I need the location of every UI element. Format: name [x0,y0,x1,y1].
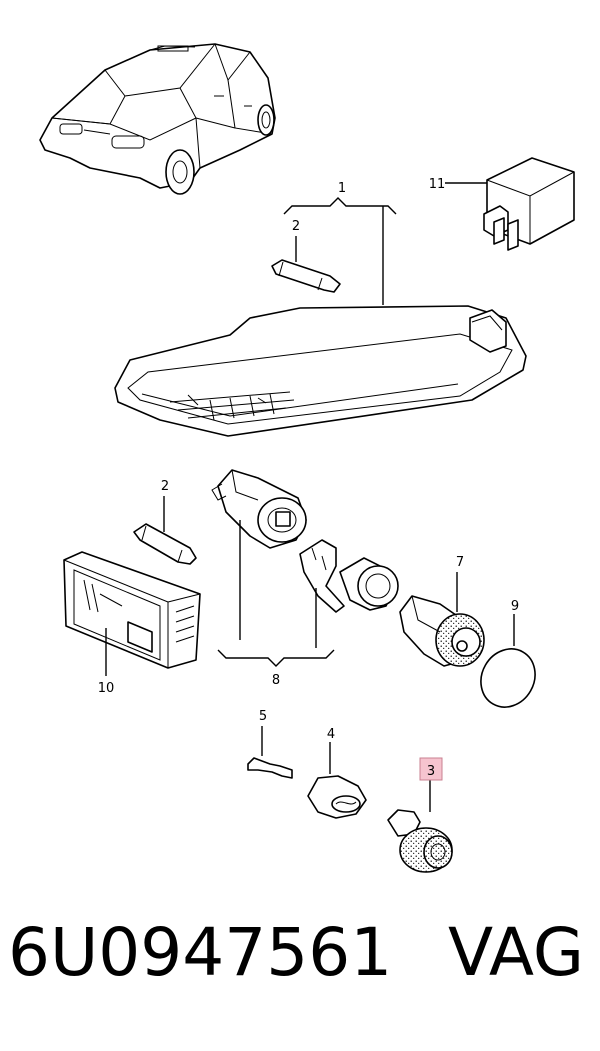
bulb-socket-part-3 [387,780,453,873]
bulb-holder [307,742,367,819]
lens-pattern [169,391,295,421]
socket-assembly [211,469,399,667]
cap-disc [480,614,536,708]
callout-3: 3 [427,764,435,779]
callout-7: 7 [456,555,464,570]
switch-panel [63,551,201,676]
callout-2-left: 2 [161,479,169,494]
part-number: 6U0947561 [8,914,393,991]
callout-5: 5 [259,709,267,724]
relay-part [445,157,575,251]
parts-diagram: 1 2 2 11 7 9 8 10 5 4 3 [39,43,575,873]
callout-8: 8 [272,673,280,688]
callout-4: 4 [327,727,335,742]
car-illustration [39,43,276,195]
festoon-bulb-left [133,496,197,565]
callout-1: 1 [338,181,346,196]
callout-11: 11 [429,177,446,192]
lock-cylinder [399,572,485,667]
callout-1-bracket [283,197,397,305]
brand-label: VAG [447,914,584,991]
callout-2-top: 2 [292,219,300,234]
callout-9: 9 [511,599,519,614]
callout-3-highlight [419,757,443,781]
interior-light-housing [114,305,527,437]
festoon-bulb-top [271,236,341,293]
callout-10: 10 [98,681,115,696]
wire-clip [247,726,293,779]
